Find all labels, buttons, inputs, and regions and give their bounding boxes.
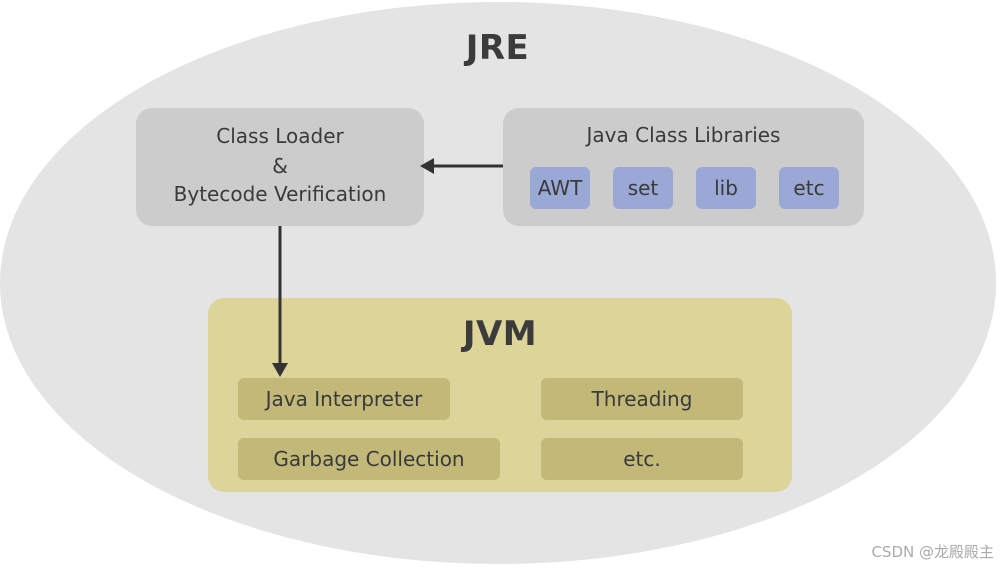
- jvm-title: JVM: [462, 314, 538, 354]
- ampersand-label: &: [272, 154, 288, 178]
- library-awt: AWT: [530, 167, 590, 209]
- library-lib: lib: [696, 167, 756, 209]
- java-class-libraries-title: Java Class Libraries: [586, 123, 781, 147]
- jvm-component-etc: etc.: [541, 438, 743, 480]
- jvm-component-java-interpreter: Java Interpreter: [238, 378, 450, 420]
- library-set: set: [613, 167, 673, 209]
- libraries-to-loader-arrow: [420, 158, 503, 174]
- class-loader-label: Class Loader: [216, 124, 344, 148]
- jvm-component-threading: Threading: [541, 378, 743, 420]
- jre-title: JRE: [465, 28, 530, 68]
- jvm-component-garbage-collection: Garbage Collection: [238, 438, 500, 480]
- bytecode-verification-label: Bytecode Verification: [173, 182, 387, 206]
- java-class-libraries-box: Java Class Libraries AWT set lib etc: [503, 108, 864, 226]
- loader-to-interpreter-arrow: [272, 226, 288, 377]
- class-loader-box: Class Loader & Bytecode Verification: [136, 108, 424, 226]
- watermark: CSDN @龙殿殿主: [871, 543, 994, 561]
- library-etc: etc: [779, 167, 839, 209]
